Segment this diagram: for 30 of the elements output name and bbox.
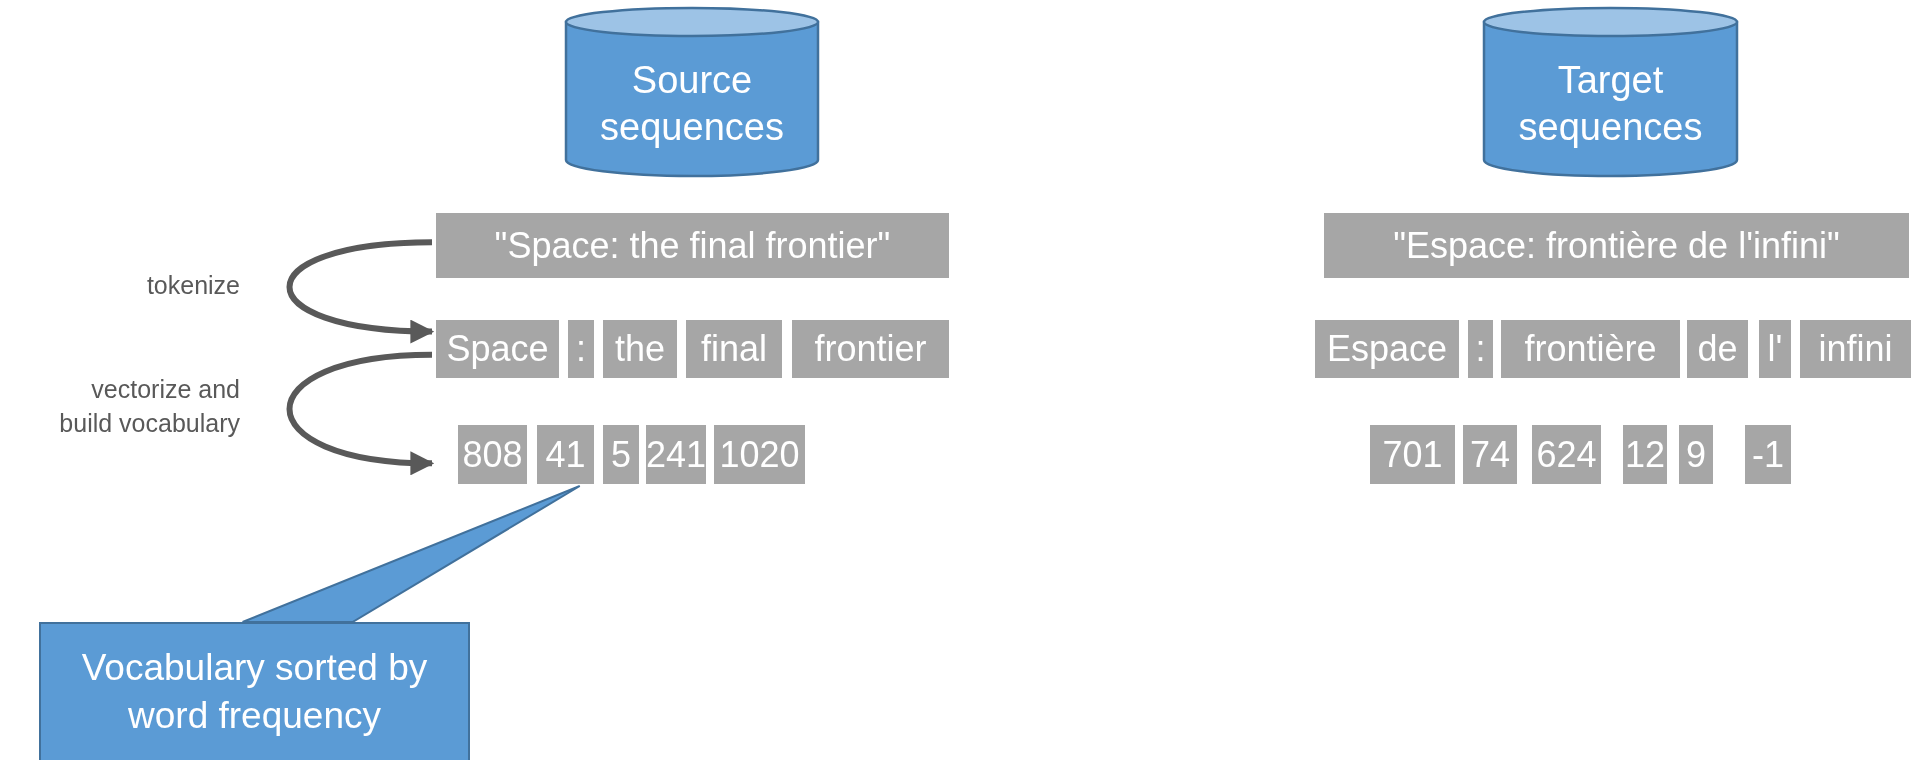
token-box: frontière	[1501, 320, 1680, 378]
token-box: infini	[1800, 320, 1911, 378]
edge-label: vectorize and build vocabulary	[58, 374, 240, 439]
token-box: l'	[1759, 320, 1791, 378]
token-box: 5	[603, 425, 639, 484]
token-box: :	[1468, 320, 1493, 378]
curved-arrow	[287, 239, 435, 343]
token-box: 624	[1532, 425, 1601, 484]
token-box: 74	[1463, 425, 1517, 484]
callout-box: Vocabulary sorted by word frequency	[39, 622, 470, 760]
token-box: 1020	[714, 425, 805, 484]
token-box: "Espace: frontière de l'infini"	[1324, 213, 1909, 278]
token-box: 9	[1679, 425, 1713, 484]
curved-arrow	[287, 351, 435, 475]
token-box: final	[686, 320, 782, 378]
token-box: frontier	[792, 320, 949, 378]
token-box: the	[603, 320, 677, 378]
token-box: -1	[1745, 425, 1791, 484]
edge-label: tokenize	[145, 269, 240, 301]
token-box: Space	[436, 320, 559, 378]
token-box: de	[1687, 320, 1748, 378]
token-box: "Space: the final frontier"	[436, 213, 949, 278]
token-box: Espace	[1315, 320, 1459, 378]
token-box: 701	[1370, 425, 1455, 484]
token-box: 41	[537, 425, 594, 484]
token-box: 241	[646, 425, 706, 484]
token-box: :	[568, 320, 594, 378]
token-box: 808	[458, 425, 527, 484]
token-box: 12	[1623, 425, 1667, 484]
callout-pointer	[241, 485, 581, 623]
